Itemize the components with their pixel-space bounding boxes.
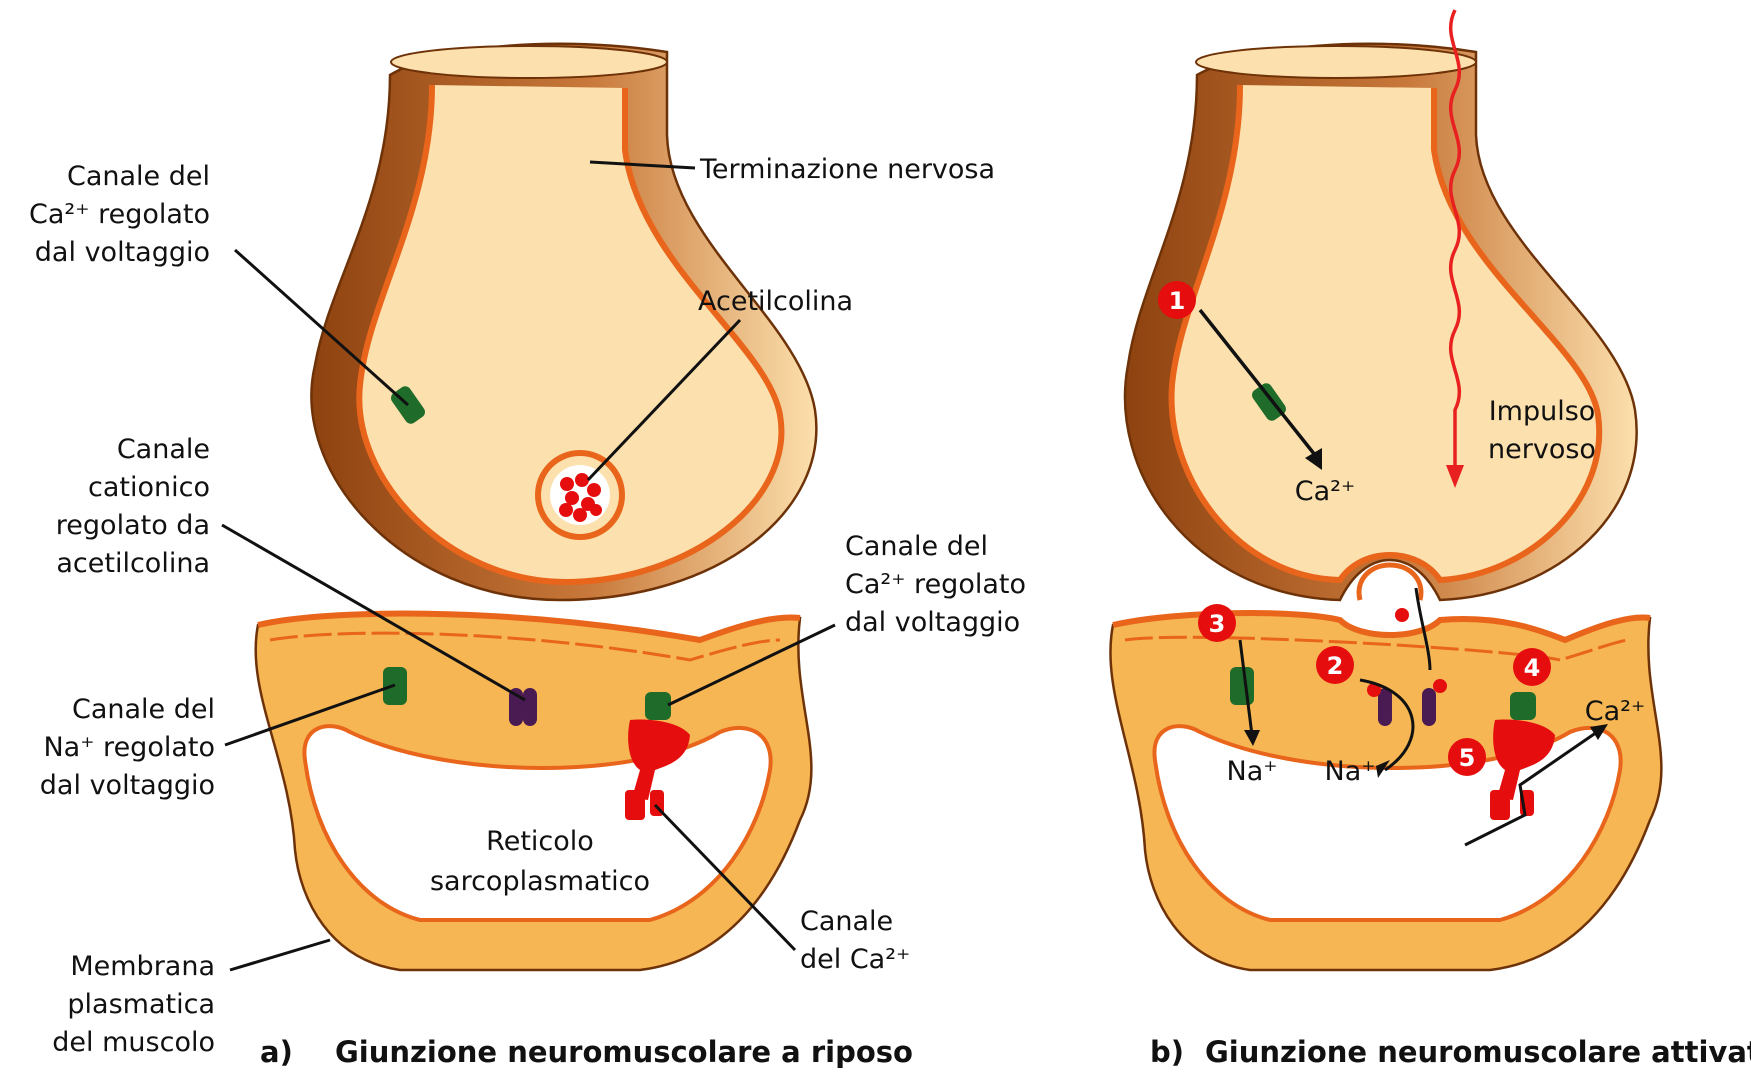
step-marker-2: 2 <box>1316 646 1354 684</box>
svg-text:3: 3 <box>1209 610 1226 638</box>
svg-text:Ca²⁺ regolato: Ca²⁺ regolato <box>29 199 210 230</box>
svg-text:Na⁺ regolato: Na⁺ regolato <box>43 732 215 763</box>
caption-b: b) Giunzione neuromuscolare attivata <box>1150 1035 1751 1069</box>
caption-a: a) Giunzione neuromuscolare a riposo <box>260 1035 913 1069</box>
svg-text:Giunzione neuromuscolare attiv: Giunzione neuromuscolare attivata <box>1205 1035 1751 1069</box>
step-marker-5: 5 <box>1448 738 1486 776</box>
svg-text:Ca²⁺ regolato: Ca²⁺ regolato <box>845 569 1026 600</box>
step-marker-1: 1 <box>1158 281 1196 319</box>
nerve-terminal-a <box>311 44 816 600</box>
svg-text:Membrana: Membrana <box>70 951 215 982</box>
ach-molecule <box>1395 608 1409 622</box>
svg-text:regolato da: regolato da <box>56 510 210 541</box>
svg-text:nervoso: nervoso <box>1488 434 1596 465</box>
label-ca-channel-sr: Canale del Ca²⁺ <box>800 906 910 975</box>
label-terminazione: Terminazione nervosa <box>699 154 995 185</box>
label-cationico: Canale cationico regolato da acetilcolin… <box>56 434 210 579</box>
svg-text:Giunzione neuromuscolare a rip: Giunzione neuromuscolare a riposo <box>335 1035 913 1069</box>
voltage-na-channel-b <box>1230 667 1254 705</box>
svg-text:Impulso: Impulso <box>1489 396 1596 427</box>
leader-membrana <box>230 940 330 970</box>
label-acetilcolina: Acetilcolina <box>698 286 853 317</box>
svg-text:5: 5 <box>1459 744 1476 772</box>
svg-text:2: 2 <box>1327 652 1344 680</box>
label-ca-in: Ca²⁺ <box>1295 476 1355 507</box>
panel-b: Impulso nervoso Ca²⁺ Na⁺ Na⁺ Ca²⁺ 1 2 3 … <box>1110 10 1751 1069</box>
step-marker-4: 4 <box>1513 648 1551 686</box>
svg-text:acetilcolina: acetilcolina <box>56 548 210 579</box>
svg-text:a): a) <box>260 1035 293 1069</box>
nerve-terminal-b <box>1125 44 1637 600</box>
label-na-left: Na⁺ <box>1227 756 1278 787</box>
svg-text:Reticolo: Reticolo <box>486 826 594 857</box>
svg-text:plasmatica: plasmatica <box>67 989 215 1020</box>
muscle-membrane-b <box>1110 608 1661 970</box>
voltage-ca-channel-muscle-a <box>645 692 671 720</box>
svg-text:Canale: Canale <box>800 906 893 937</box>
svg-text:4: 4 <box>1524 654 1541 682</box>
label-na-channel: Canale del Na⁺ regolato dal voltaggio <box>40 694 215 801</box>
svg-text:del Ca²⁺: del Ca²⁺ <box>800 944 910 975</box>
svg-text:del muscolo: del muscolo <box>52 1027 215 1058</box>
svg-text:Canale del: Canale del <box>72 694 215 725</box>
label-membrana: Membrana plasmatica del muscolo <box>52 951 215 1058</box>
svg-text:cationico: cationico <box>88 472 210 503</box>
svg-text:Canale: Canale <box>117 434 210 465</box>
label-ca-out: Ca²⁺ <box>1585 696 1645 727</box>
panel-a: Terminazione nervosa Acetilcolina Canale… <box>29 44 1026 1069</box>
svg-text:1: 1 <box>1169 287 1186 315</box>
label-ca-channel-top: Canale del Ca²⁺ regolato dal voltaggio <box>29 161 210 268</box>
svg-text:dal voltaggio: dal voltaggio <box>35 237 210 268</box>
svg-text:sarcoplasmatico: sarcoplasmatico <box>430 866 650 897</box>
svg-text:dal voltaggio: dal voltaggio <box>845 607 1020 638</box>
voltage-ca-channel-muscle-b <box>1510 692 1536 720</box>
svg-text:dal voltaggio: dal voltaggio <box>40 770 215 801</box>
svg-text:Canale del: Canale del <box>67 161 210 192</box>
svg-text:Canale del: Canale del <box>845 531 988 562</box>
label-ca-channel-right: Canale del Ca²⁺ regolato dal voltaggio <box>845 531 1026 638</box>
step-marker-3: 3 <box>1198 604 1236 642</box>
muscle-membrane-a <box>256 614 812 970</box>
label-na-mid: Na⁺ <box>1325 756 1376 787</box>
synaptic-vesicle <box>538 453 622 537</box>
svg-text:b): b) <box>1150 1035 1184 1069</box>
